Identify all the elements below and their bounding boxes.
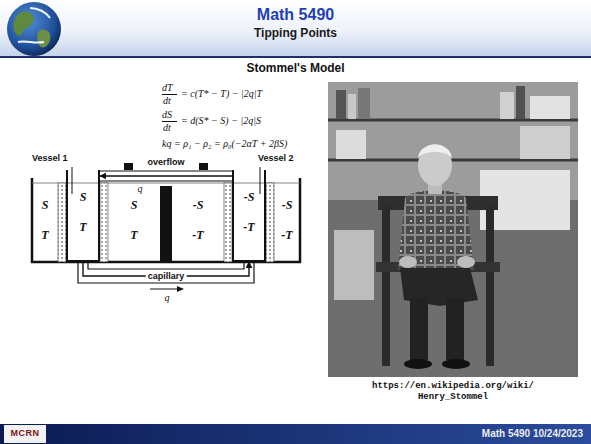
channel-block [199,163,208,170]
reservoir-symbol: -T [281,228,292,242]
header-rule [0,56,591,58]
header-ground [0,0,591,56]
topic-title: Tipping Points [0,26,591,41]
salinity-symbol: S [80,190,87,204]
vessel-box: Vessel 2-S-T [232,170,266,262]
book [516,86,525,119]
book [336,90,346,119]
porous-wall [224,183,232,262]
salinity-symbol: -S [244,190,255,204]
porous-wall [266,183,274,262]
temperature-symbol: T [79,220,86,234]
probe-line [260,167,261,194]
paper-pile [530,96,570,119]
logo-text: MCRN [11,428,40,439]
flow-arrow [150,289,178,290]
channel-block [124,163,133,170]
book [348,94,356,119]
earth-icon [7,2,61,56]
paper-pile [520,126,570,159]
earth-disc [7,2,61,56]
course-title: Math 5490 [0,5,591,24]
paper-pile [334,230,374,300]
footer-band: Math 5490 10/24/2023 [0,424,591,444]
slide-title: Stommel's Model [0,61,591,76]
hand [399,256,417,268]
equation-numerator: dT [162,82,173,94]
flow-connector [100,175,232,176]
connector-group [83,176,249,276]
reservoir-symbol: S [131,198,138,212]
logo-ground [4,425,46,443]
hand [457,256,475,268]
leg [410,298,428,360]
overflow-channel [100,171,232,172]
vessel-heading: Vessel 2 [258,153,294,164]
porous-wall [58,183,66,262]
earth-land [37,29,50,47]
porous-wall [100,183,108,262]
chair-post [382,206,390,366]
reservoir-symbol: -T [192,228,203,242]
earth-cloud [18,41,44,42]
fraction-bar [162,94,177,95]
equation-body: = d(S* − S) − |2q|S [181,115,261,127]
footer-ground [0,424,591,444]
reservoir-symbol: -S [282,198,293,212]
connector-label: overflow [145,157,186,168]
equation-denominator: dt [163,122,171,134]
book [500,92,514,119]
shoe [442,359,470,369]
capillary-pipe [78,262,254,283]
photo-credit: https://en.wikipedia.org/wiki/ Henry_Sto… [362,381,544,403]
equation-denominator: dt [163,95,171,107]
photo-ground [328,82,578,377]
reservoir-symbol: T [130,228,137,242]
vessel-box: Vessel 1ST [66,170,100,262]
chair-post [486,206,494,366]
reservoir-symbol: S [42,198,49,212]
capillary-pipe [88,262,244,269]
equation-numerator: dS [162,109,172,121]
overflow-channel [100,181,232,182]
flow-symbol: q [138,183,143,195]
flow-arrowhead [177,286,184,292]
temperature-symbol: -T [243,220,254,234]
header-band: Math 5490Tipping Points [0,0,591,56]
divider-wall [160,186,172,262]
portrait-photo [328,82,578,377]
equation-body: = c(T* − T) − |2q|T [181,88,262,100]
head [418,144,452,186]
flow-symbol: q [165,292,170,304]
vessel-apparatus [32,163,300,292]
reservoir-symbol: T [41,228,48,242]
connector-label: capillary [146,271,187,282]
vessel-heading: Vessel 1 [32,153,68,164]
equation-body: kq = ρ₁ − ρ₂ = ρ₀(−2αT + 2βS) [162,138,287,150]
book [358,88,370,119]
shoe [404,359,432,369]
reservoir-symbol: -S [193,198,204,212]
plaid-shirt [398,191,474,271]
hair [418,145,452,159]
probe-line [72,167,73,194]
fraction-bar [162,121,177,122]
footer-text: Math 5490 10/24/2023 [0,424,583,444]
leg [446,298,464,360]
paper-pile [336,130,366,159]
earth-land [13,12,33,36]
earth-cloud [30,8,50,18]
